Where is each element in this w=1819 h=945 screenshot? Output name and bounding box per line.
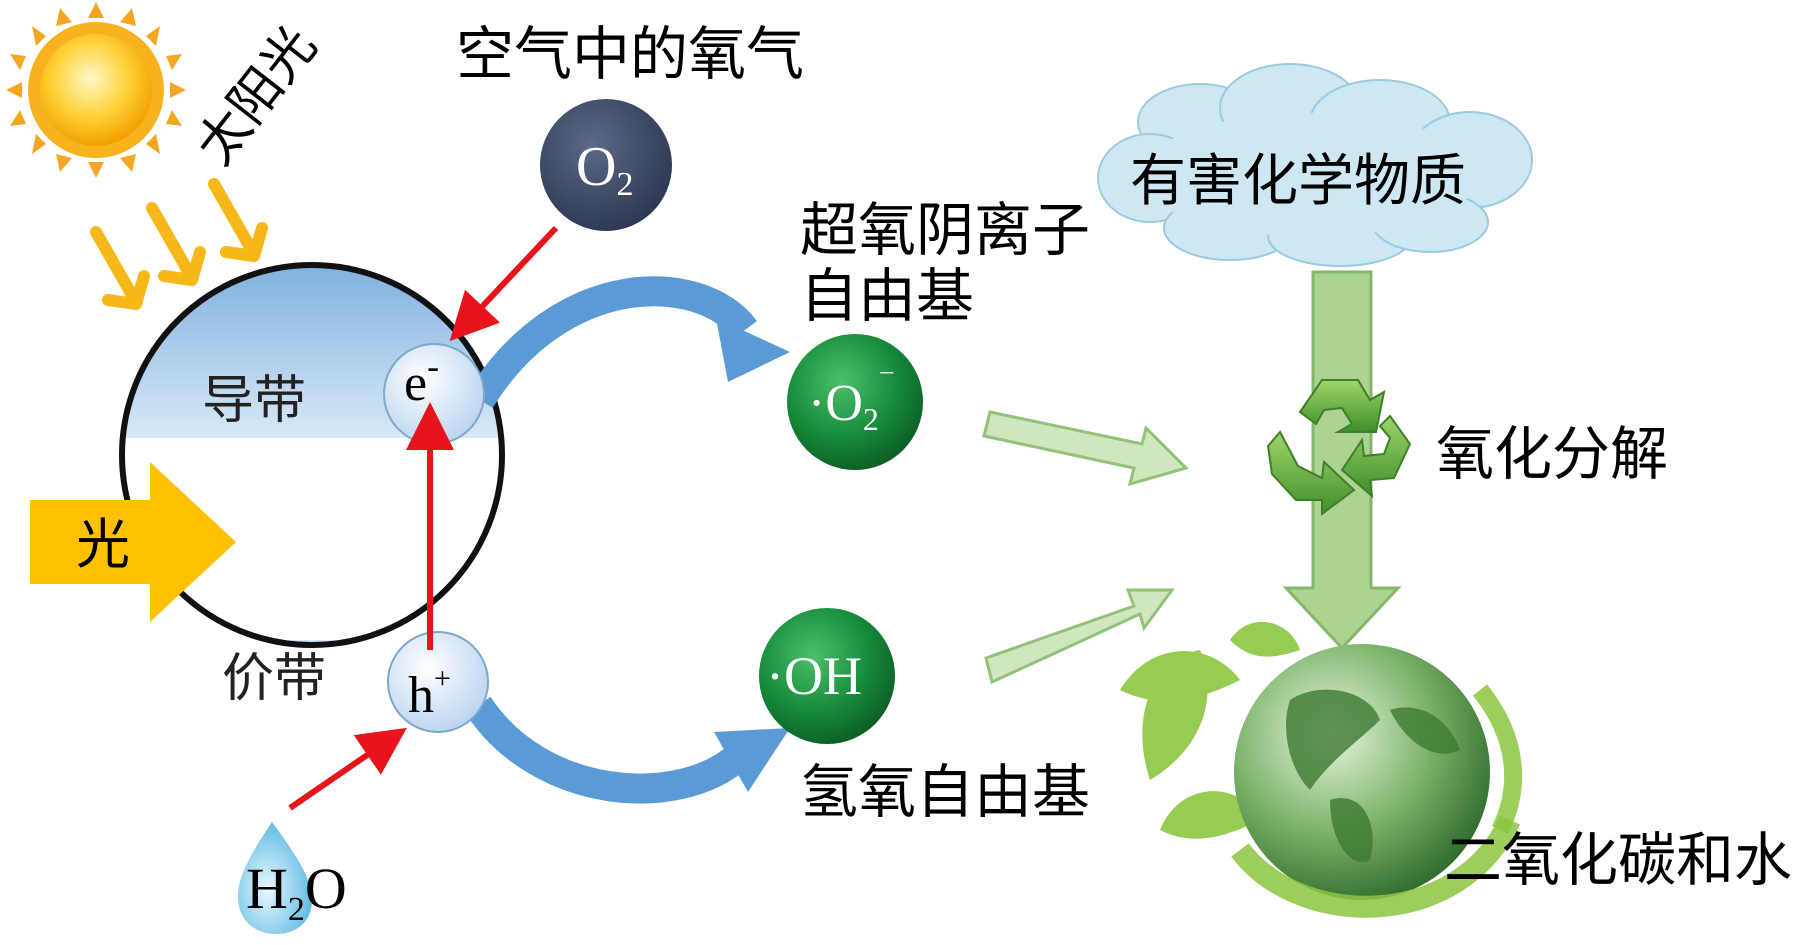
superoxide-subscript: 2 bbox=[863, 401, 879, 437]
electron-superscript: - bbox=[427, 346, 439, 386]
electron-particle: e- bbox=[383, 343, 485, 445]
svg-text:·O2−: ·O2− bbox=[808, 358, 895, 437]
svg-text:e-: e- bbox=[404, 346, 439, 412]
harmful-chemicals-label: 有害化学物质 bbox=[1130, 149, 1466, 214]
oxygen-in-air-label: 空气中的氧气 bbox=[456, 20, 804, 88]
red-arrows bbox=[288, 225, 559, 811]
hydroxyl-radical: ·OH bbox=[759, 608, 895, 744]
electron-symbol: e bbox=[404, 355, 427, 412]
sunlight-rays bbox=[90, 178, 268, 310]
light-arrow: 光 bbox=[30, 462, 236, 622]
superoxide-label-line1: 超氧阴离子 bbox=[800, 196, 1090, 264]
conduction-band-label: 导带 bbox=[202, 371, 306, 431]
blue-arrow-to-hydroxyl bbox=[465, 696, 790, 804]
o2-to-electron-arrow bbox=[449, 225, 559, 342]
hole-symbol: h bbox=[408, 667, 434, 724]
water-to-hole-arrow bbox=[288, 727, 407, 811]
o2-subscript: 2 bbox=[616, 166, 633, 203]
hydroxyl-label: 氢氧自由基 bbox=[800, 758, 1090, 826]
green-arrow-down bbox=[1282, 270, 1402, 651]
water-formula: H2O bbox=[246, 856, 347, 928]
globe-icon bbox=[1120, 621, 1523, 918]
superoxide-label-line2: 自由基 bbox=[800, 262, 974, 330]
sun-icon bbox=[6, 2, 186, 178]
superoxide-radical: ·O2− bbox=[787, 334, 923, 470]
valence-band-label: 价带 bbox=[222, 649, 326, 709]
superoxide-symbol: ·O bbox=[808, 375, 863, 432]
svg-text:O2: O2 bbox=[576, 136, 633, 203]
green-arrow-upper bbox=[982, 410, 1189, 487]
svg-text:h+: h+ bbox=[408, 662, 451, 724]
water-drop-icon bbox=[237, 822, 312, 934]
superoxide-superscript: − bbox=[879, 358, 895, 389]
hole-particle: h+ bbox=[387, 631, 489, 733]
oxidative-decomposition-label: 氧化分解 bbox=[1436, 420, 1668, 488]
light-label: 光 bbox=[76, 513, 130, 576]
water-subscript: 2 bbox=[288, 891, 305, 928]
hydroxyl-symbol: ·OH bbox=[766, 646, 862, 706]
water-o: O bbox=[305, 856, 347, 921]
o2-molecule: O2 bbox=[540, 99, 672, 231]
green-arrow-lower bbox=[984, 588, 1175, 685]
cloud-icon bbox=[1097, 63, 1533, 267]
water-h: H bbox=[246, 856, 288, 921]
recycle-icon bbox=[1266, 379, 1412, 516]
blue-arrow-to-superoxide bbox=[467, 276, 790, 408]
hole-superscript: + bbox=[434, 662, 451, 695]
sunlight-label: 太阳光 bbox=[185, 16, 328, 176]
o2-symbol: O bbox=[576, 136, 616, 198]
co2-and-water-label: 二氧化碳和水 bbox=[1444, 826, 1792, 894]
